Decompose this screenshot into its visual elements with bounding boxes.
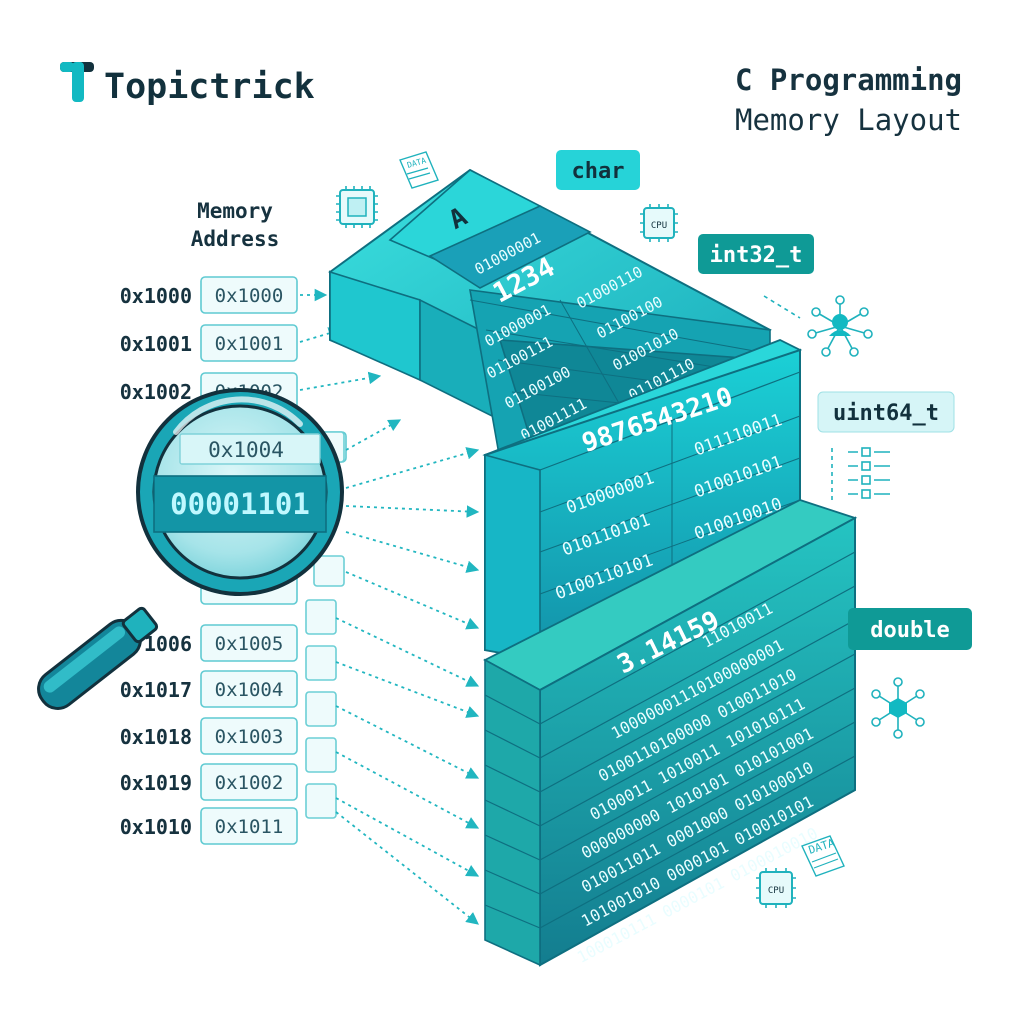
magnifier-value: 00001101 — [170, 487, 310, 521]
magnifier-value-band — [153, 475, 327, 533]
network-user-icon — [807, 295, 873, 357]
logo-t-accent — [60, 62, 74, 72]
address-box — [200, 276, 298, 314]
memory-heading-line-2: Address — [191, 227, 280, 251]
chip-icon — [336, 186, 378, 228]
double-block: 3.14159 11010011100000011101000000010100… — [483, 499, 858, 967]
address-box — [200, 324, 298, 362]
address-label: 0x1002 — [120, 380, 192, 404]
address-box-label: 0x1011 — [215, 816, 284, 838]
magnifying-glass-icon: 0x1004 00001101 — [37, 388, 344, 710]
memory-heading-line-1: Memory — [197, 199, 273, 223]
magnifier-address: 0x1004 — [208, 438, 284, 462]
hexagon-network-icon — [871, 677, 925, 739]
dashed-connector-lines — [763, 295, 833, 500]
list-icon — [848, 447, 890, 499]
address-label: 0x1001 — [120, 332, 192, 356]
type-tag-uint64: uint64_t — [817, 391, 955, 433]
address-label: 0x1010 — [120, 815, 192, 839]
mini-box — [313, 555, 345, 587]
uint64-left-face — [484, 453, 541, 661]
cpu-icon-bottom: CPU — [756, 868, 796, 908]
cpu-icon-top-label: CPU — [651, 221, 667, 231]
address-box-label: 0x1004 — [215, 679, 284, 701]
double-row-lines — [484, 551, 856, 929]
address-box-label: 0x1000 — [215, 285, 284, 307]
cpu-icon-top: CPU — [640, 204, 678, 242]
mini-box — [305, 599, 337, 635]
type-tag-double: double — [848, 608, 972, 650]
address-box-label: 0x1003 — [215, 726, 284, 748]
type-tag-int32: int32_t — [698, 234, 814, 274]
type-tag-char: char — [556, 150, 640, 190]
brand-name: Topictrick — [104, 67, 315, 107]
cpu-icon-bottom-label: CPU — [768, 886, 784, 896]
logo-t-stem — [72, 62, 84, 102]
mini-box — [305, 783, 337, 819]
address-box-label: 0x1002 — [215, 772, 284, 794]
address-box — [200, 763, 298, 801]
title-line-1: C Programming — [735, 63, 962, 97]
type-tag-uint64-label: uint64_t — [833, 401, 939, 426]
address-label: 0x1019 — [120, 771, 192, 795]
mini-box — [305, 737, 337, 773]
address-box — [200, 624, 298, 662]
type-tag-int32-label: int32_t — [710, 243, 803, 268]
address-box — [200, 717, 298, 755]
data-sheet-label: DATA — [406, 156, 427, 170]
data-sheet-icon: DATA — [399, 151, 439, 189]
char-value-cell — [428, 205, 592, 289]
type-tag-char-label: char — [572, 159, 625, 184]
mini-box — [305, 691, 337, 727]
magnifier-collar — [121, 606, 159, 644]
address-box-label: 0x1001 — [215, 333, 284, 355]
address-label: 0x1017 — [120, 678, 192, 702]
address-box — [200, 807, 298, 845]
address-label: 0x1018 — [120, 725, 192, 749]
type-tag-double-label: double — [870, 618, 949, 643]
address-label: 1006 — [144, 632, 192, 656]
address-box — [200, 670, 298, 708]
address-label: 0x1000 — [120, 284, 192, 308]
address-box-label: 0x1005 — [215, 633, 284, 655]
address-pointer-arrows — [299, 288, 480, 925]
data-sheet-icon-bottom: DATA — [801, 835, 845, 877]
brand-logo: Topictrick — [60, 62, 315, 107]
mini-box — [305, 645, 337, 681]
title-line-2: Memory Layout — [735, 103, 962, 137]
